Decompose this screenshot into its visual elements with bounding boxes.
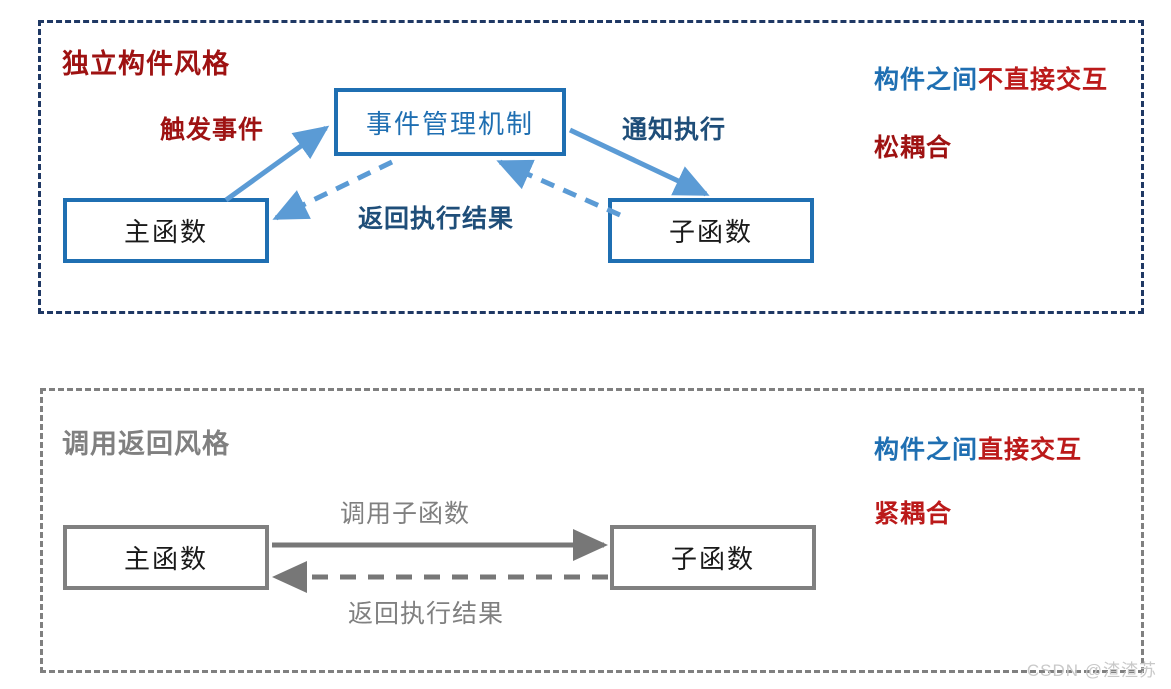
note-emphasis: 松耦合 bbox=[874, 134, 953, 162]
note-event-interaction: 构件之间不直接交互 bbox=[874, 60, 1108, 96]
edge-label-notify-execute: 通知执行 bbox=[622, 116, 727, 144]
note-emphasis: 不直接交互 bbox=[978, 66, 1109, 94]
edge-label-trigger-event: 触发事件 bbox=[160, 116, 265, 144]
node-label: 主函数 bbox=[123, 217, 208, 247]
note-call-coupling: 紧耦合 bbox=[874, 494, 952, 530]
node-label: 事件管理机制 bbox=[365, 108, 534, 139]
note-event-coupling: 松耦合 bbox=[874, 128, 952, 164]
node-label: 主函数 bbox=[123, 544, 208, 574]
note-emphasis: 紧耦合 bbox=[874, 500, 953, 528]
watermark: CSDN @渣渣苏 bbox=[1026, 661, 1157, 680]
panel-event-style bbox=[38, 20, 1144, 314]
panel-call-return-style-title: 调用返回风格 bbox=[62, 429, 230, 459]
node-label: 子函数 bbox=[668, 217, 753, 247]
note-prefix: 构件之间 bbox=[874, 436, 979, 464]
note-emphasis: 直接交互 bbox=[978, 436, 1083, 464]
edge-label-return-result-call: 返回执行结果 bbox=[348, 600, 505, 628]
node-main-function-event: 主函数 bbox=[63, 198, 269, 263]
node-sub-function-call: 子函数 bbox=[610, 525, 816, 590]
note-prefix: 构件之间 bbox=[874, 66, 979, 94]
node-sub-function-event: 子函数 bbox=[608, 198, 814, 263]
node-label: 子函数 bbox=[670, 544, 755, 574]
panel-event-style-title: 独立构件风格 bbox=[62, 49, 230, 79]
edge-label-call-sub-function: 调用子函数 bbox=[340, 500, 471, 528]
edge-label-return-result-event: 返回执行结果 bbox=[358, 205, 515, 233]
panel-call-return-style bbox=[40, 388, 1144, 673]
node-event-manager: 事件管理机制 bbox=[334, 88, 566, 156]
note-call-interaction: 构件之间直接交互 bbox=[874, 430, 1082, 466]
node-main-function-call: 主函数 bbox=[63, 525, 269, 590]
